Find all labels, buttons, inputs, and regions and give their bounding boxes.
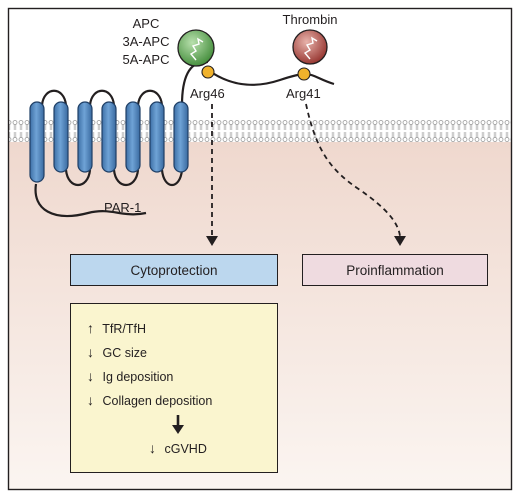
c-terminal-tail — [34, 183, 147, 218]
effect-item: ↓ Ig deposition — [87, 368, 173, 384]
effect-item: ↓ GC size — [87, 344, 147, 360]
down-arrow-icon: ↓ — [87, 368, 94, 384]
extracellular-loop-3 — [136, 89, 164, 106]
proinflammation-arrowhead — [394, 236, 406, 246]
down-arrow-icon: ↓ — [149, 440, 156, 456]
effect-text: TfR/TfH — [102, 322, 146, 336]
helix-4 — [101, 101, 117, 173]
intracellular-loop-2 — [112, 169, 140, 187]
effect-item: ↑ TfR/TfH — [87, 320, 146, 336]
arg41-label: Arg41 — [286, 86, 321, 101]
effect-text: Collagen deposition — [102, 394, 213, 408]
down-arrow-icon: ↓ — [87, 344, 94, 360]
par1-helices — [29, 101, 189, 183]
arg41-site-dot — [297, 67, 311, 81]
result-arrow-icon — [172, 415, 184, 434]
figure-frame — [7, 7, 513, 491]
effect-item: ↓ Collagen deposition — [87, 392, 212, 408]
cytoprotection-box: Cytoprotection — [70, 254, 278, 286]
intracellular-loop-3 — [160, 169, 184, 187]
result-item: ↓ cGVHD — [149, 440, 207, 456]
extracellular-loop-2 — [88, 89, 116, 106]
n-terminal-tail — [207, 69, 306, 86]
5a-apc-label: 5A-APC — [122, 52, 170, 67]
apc-label-group: APC 3A-APC 5A-APC — [104, 15, 188, 69]
arg46-site-dot — [201, 65, 215, 79]
effect-text: Ig deposition — [102, 370, 174, 384]
helix-2 — [53, 101, 69, 173]
apc-label: APC — [132, 16, 160, 31]
effect-text: GC size — [102, 346, 147, 360]
effects-box: ↑ TfR/TfH ↓ GC size ↓ Ig deposition ↓ Co… — [70, 303, 278, 473]
proinflammation-label: Proinflammation — [346, 262, 444, 278]
result-text: cGVHD — [164, 442, 207, 456]
helix-7 — [173, 101, 189, 173]
par1-loops — [34, 60, 335, 218]
helix-5 — [125, 101, 141, 173]
thrombin-label: Thrombin — [282, 12, 338, 27]
intracellular-loop-1 — [64, 169, 92, 187]
3a-apc-label: 3A-APC — [122, 34, 170, 49]
down-arrow-icon: ↓ — [87, 392, 94, 408]
apc-enzyme-icon — [177, 29, 215, 67]
helix-6 — [149, 101, 165, 173]
helix-3 — [77, 101, 93, 173]
arg46-label: Arg46 — [190, 86, 225, 101]
par1-label: PAR-1 — [104, 200, 142, 215]
extracellular-loop-1 — [40, 89, 68, 106]
cytoprotection-arrowhead — [206, 236, 218, 246]
signal-arrows — [211, 103, 401, 237]
proinflammation-box: Proinflammation — [302, 254, 488, 286]
helix-1 — [29, 101, 45, 183]
thrombin-enzyme-icon — [292, 29, 328, 65]
up-arrow-icon: ↑ — [87, 320, 94, 336]
cytoprotection-label: Cytoprotection — [130, 262, 218, 278]
